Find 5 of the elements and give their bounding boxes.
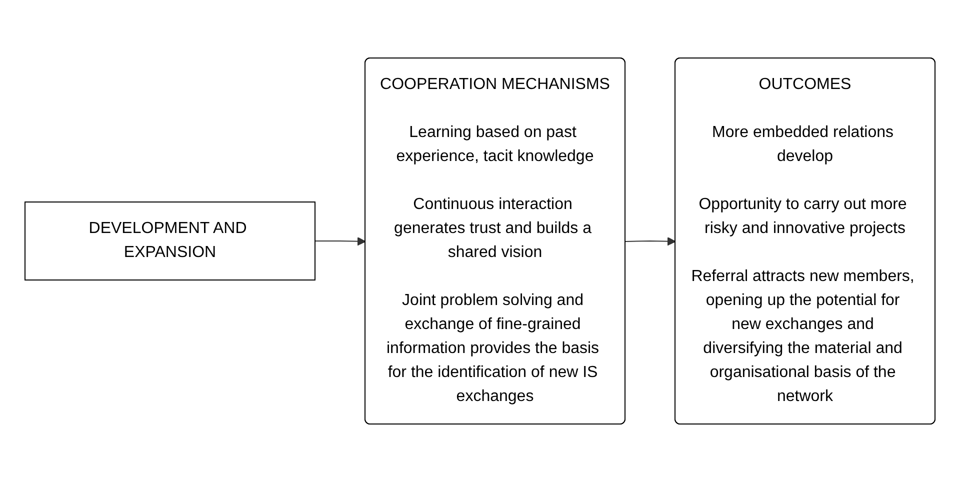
node-box: DEVELOPMENT AND EXPANSION	[24, 202, 316, 280]
arrow	[625, 236, 676, 246]
arrow	[314, 236, 366, 246]
node-text: OUTCOMES More embedded relations develop Opportunity to carry out more risky and innovative projects Referral attracts new members, opening up the potential for new exchanges and diversifying the material and organisational basis of the network	[691, 76, 914, 405]
node-text: COOPERATION MECHANISMS Learning based on past experience, tacit knowledge Continuous interaction generates trust and builds a shared vision Joint problem solving and exchange of fine-grained information provides the basis for the identification of new IS exchanges	[380, 76, 610, 405]
